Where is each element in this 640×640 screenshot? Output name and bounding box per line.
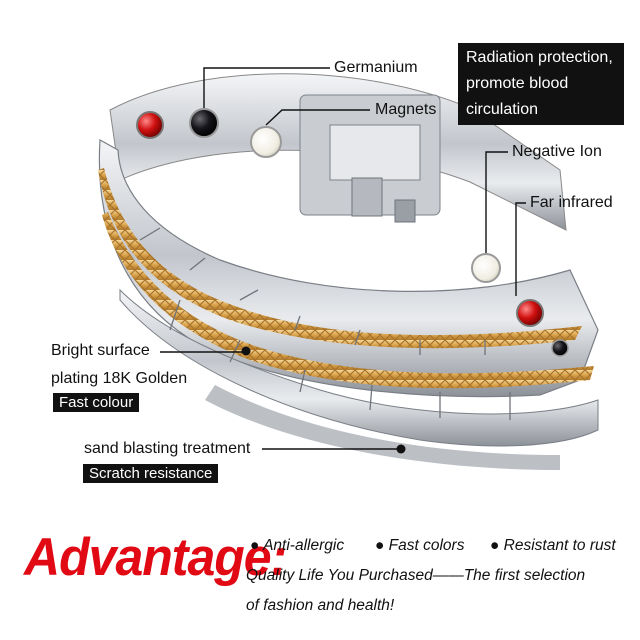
feature-item: ● Anti-allergic <box>250 537 345 554</box>
germanium-label: Germanium <box>334 59 418 76</box>
feature-item: ● Resistant to rust <box>490 537 616 554</box>
sand-blasting-label: sand blasting treatment <box>84 440 251 457</box>
feature-rust: Resistant to rust <box>503 537 616 554</box>
far-infrared-label: Far infrared <box>530 194 613 211</box>
radiation-info-box: Radiation protection, promote blood circ… <box>458 43 624 125</box>
advantage-heading: Advantage: <box>24 527 287 587</box>
feature-anti-allergic: Anti-allergic <box>263 537 345 554</box>
fast-colour-tag: Fast colour <box>53 393 140 412</box>
bright-surface-label: Bright surface <box>51 342 150 359</box>
feature-item: ● Fast colors <box>375 537 465 554</box>
slogan-line-1: Quality Life You Purchased——The first se… <box>246 567 586 584</box>
magnets-label: Magnets <box>375 101 437 118</box>
scratch-resistance-tag: Scratch resistance <box>83 464 219 483</box>
info-line-1: Radiation protection, <box>466 49 613 66</box>
info-line-3: circulation <box>466 101 539 118</box>
info-line-2: promote blood <box>466 75 569 92</box>
feature-fast-colors: Fast colors <box>388 537 465 554</box>
slogan-line-2: of fashion and health! <box>246 597 395 614</box>
negative-ion-label: Negative Ion <box>512 143 602 160</box>
plating-label: plating 18K Golden <box>51 370 188 387</box>
